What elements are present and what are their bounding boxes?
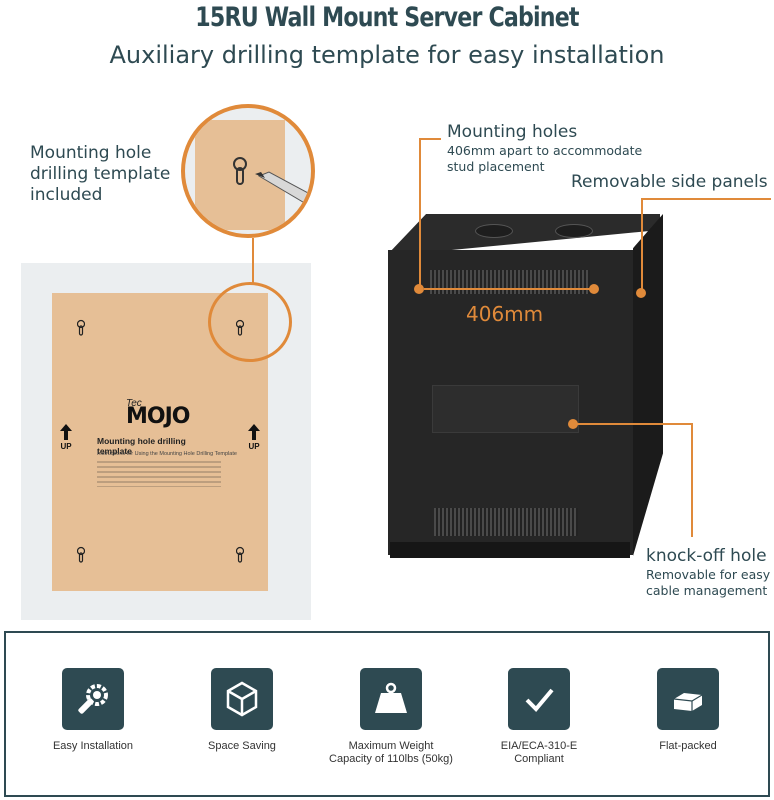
feature-max-weight: Maximum Weight Capacity of 110lbs (50kg) bbox=[316, 668, 466, 766]
page-title: 15RU Wall Mount Server Cabinet bbox=[195, 2, 579, 33]
box-icon bbox=[673, 693, 703, 711]
page-subtitle: Auxiliary drilling template for easy ins… bbox=[109, 41, 665, 69]
measurement-label: 406mm bbox=[466, 302, 544, 326]
cabinet-top bbox=[388, 214, 660, 254]
wrench-gear-icon bbox=[78, 684, 108, 714]
up-label-right: UP bbox=[248, 442, 260, 451]
template-heading: Mounting hole drilling template bbox=[97, 436, 186, 456]
feature-compliant: EIA/ECA-310-E Compliant bbox=[464, 668, 614, 766]
brand-logo: MOJO bbox=[126, 404, 190, 429]
feature-flat-packed: Flat-packed bbox=[613, 668, 763, 753]
feature-easy-installation: Easy Installation bbox=[18, 668, 168, 753]
feature-label: Maximum Weight bbox=[348, 740, 434, 752]
knockoff-plate bbox=[432, 385, 579, 433]
feature-label: Compliant bbox=[514, 753, 564, 765]
template-callout: Mounting hole drilling template included bbox=[30, 143, 171, 205]
keyhole-icon bbox=[77, 318, 85, 338]
feature-label: EIA/ECA-310-E bbox=[500, 740, 578, 752]
cabinet-base bbox=[390, 542, 630, 558]
feature-label: Flat-packed bbox=[659, 740, 717, 752]
template-subheading: Instructions for Using the Mounting Hole… bbox=[97, 451, 237, 457]
checkmark-icon bbox=[525, 688, 554, 712]
up-arrow-icon bbox=[60, 424, 72, 445]
cube-icon bbox=[226, 681, 258, 717]
keyhole-icon bbox=[236, 545, 244, 565]
mounting-holes-callout: Mounting holes 406mm apart to accommodat… bbox=[447, 122, 643, 174]
zoom-detail-circle bbox=[181, 104, 315, 238]
keyhole-icon bbox=[77, 545, 85, 565]
pencil-icon bbox=[255, 170, 311, 215]
holes-leader-horizontal bbox=[419, 138, 441, 140]
side-panel-marker bbox=[636, 288, 646, 298]
measurement-line bbox=[424, 288, 594, 290]
hole-marker bbox=[414, 284, 424, 294]
top-vent bbox=[430, 270, 590, 294]
side-panel-leader bbox=[641, 198, 643, 292]
feature-label: Easy Installation bbox=[52, 740, 134, 752]
holes-leader-vertical bbox=[419, 138, 421, 288]
side-panel-leader-h bbox=[641, 198, 771, 200]
features-panel bbox=[4, 631, 770, 797]
connector-line bbox=[252, 238, 254, 284]
up-label-left: UP bbox=[60, 442, 72, 451]
brand-small: Tec bbox=[126, 398, 142, 409]
template-instructions bbox=[97, 461, 221, 487]
keyhole-icon bbox=[233, 154, 247, 193]
cabinet-side-panel bbox=[633, 214, 663, 556]
side-panels-callout: Removable side panels bbox=[571, 172, 768, 192]
highlight-circle bbox=[208, 282, 292, 362]
up-arrow-icon bbox=[248, 424, 260, 445]
knockoff-leader-h bbox=[573, 423, 693, 425]
knockoff-leader-v bbox=[691, 423, 693, 537]
knockoff-callout: knock-off hole Removable for easy cable … bbox=[646, 546, 771, 598]
weight-icon bbox=[375, 682, 407, 713]
feature-space-saving: Space Saving bbox=[167, 668, 317, 753]
fan-icon bbox=[555, 224, 593, 238]
feature-label: Space Saving bbox=[208, 740, 276, 752]
bottom-vent bbox=[434, 508, 578, 536]
feature-label: Capacity of 110lbs (50kg) bbox=[329, 753, 453, 765]
hole-marker bbox=[589, 284, 599, 294]
fan-icon bbox=[475, 224, 513, 238]
